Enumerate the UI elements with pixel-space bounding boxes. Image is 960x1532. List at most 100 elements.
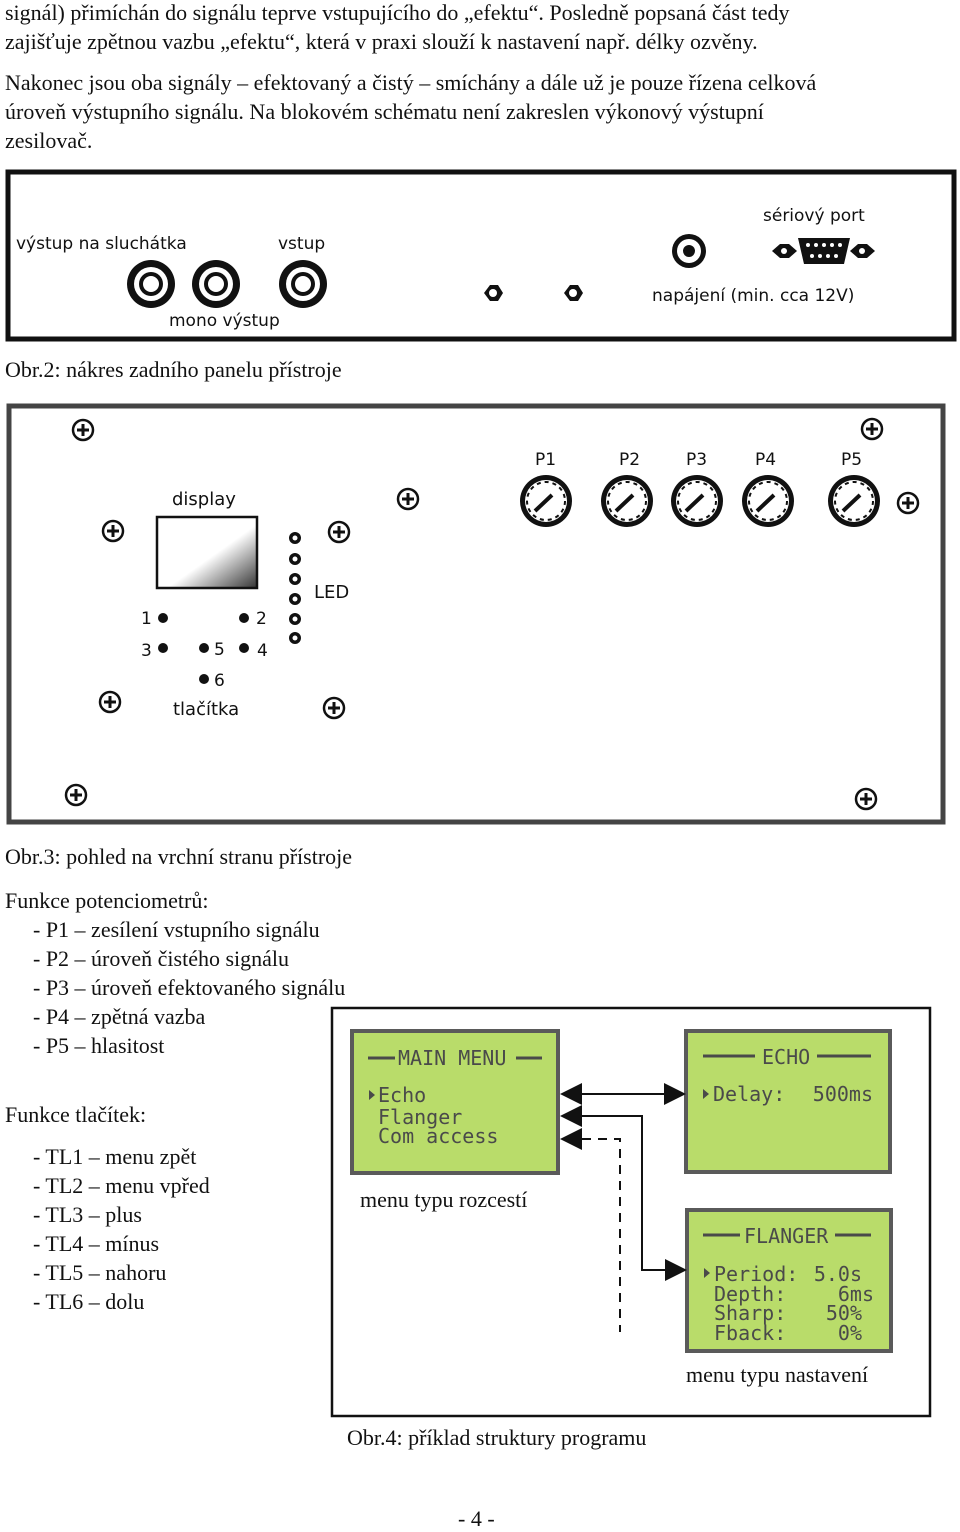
potentiometer-knob-icon [599, 473, 655, 529]
flanger-param-sharp: Sharp: [714, 1301, 786, 1325]
pot-label-p5: P5 [841, 450, 862, 470]
button-label-6: 6 [214, 671, 225, 691]
screw-icon [98, 690, 122, 714]
rear-panel-figure: výstup na sluchátka vstup mono výstup sé… [5, 169, 957, 342]
rear-label-input: vstup [278, 234, 325, 254]
list-item: - TL1 – menu zpět [33, 1144, 197, 1169]
button-icon [199, 674, 209, 684]
button-label-3: 3 [141, 641, 152, 661]
pot-label-p3: P3 [686, 450, 707, 470]
headphone-jack-right-icon [192, 260, 240, 308]
list-item: - P3 – úroveň efektovaného signálu [33, 975, 346, 1000]
list-item: - P4 – zpětná vazba [33, 1004, 206, 1029]
led-indicators [289, 532, 301, 644]
input-jack-icon [279, 260, 327, 308]
screw-icon [71, 418, 95, 442]
top-panel-outline [6, 403, 946, 825]
page-number: - 4 - [458, 1506, 495, 1531]
button-icon [239, 613, 249, 623]
label-branch-menu: menu typu rozcestí [360, 1187, 528, 1212]
figure-3-caption: Obr.3: pohled na vrchní stranu přístroje [5, 844, 353, 869]
button-label-4: 4 [257, 641, 268, 661]
pot-label-p2: P2 [619, 450, 640, 470]
screw-icon [322, 696, 346, 720]
screw-icon [896, 491, 920, 515]
intro-paragraph: signál) přimíchán do signálu teprve vstu… [5, 0, 955, 155]
button-icon [158, 613, 168, 623]
flanger-value-sharp: 50% [826, 1301, 862, 1325]
main-menu-title: MAIN MENU [398, 1046, 506, 1070]
led-label: LED [314, 582, 349, 603]
com-access-dashed-link [560, 1128, 621, 1332]
pot-functions-heading: Funkce potenciometrů: [5, 888, 209, 913]
flanger-param-fback: Fback: [714, 1321, 786, 1345]
list-item: - P2 – úroveň čistého signálu [33, 946, 290, 971]
potentiometer-knob-icon [669, 473, 725, 529]
rear-label-mono: mono výstup [169, 311, 280, 331]
screw-icon [101, 519, 125, 543]
display-label: display [172, 489, 236, 510]
cursor-arrow-icon [703, 1089, 709, 1099]
button-icon [199, 643, 209, 653]
program-structure-figure: MAIN MENU Echo Flanger Com access ECHO D… [330, 1006, 932, 1418]
pot-functions-list: - P1 – zesílení vstupního signálu - P2 –… [33, 915, 345, 1060]
screw-icon [854, 787, 878, 811]
hex-nut-icon [564, 285, 583, 301]
screw-icon [327, 520, 351, 544]
power-connector-icon [672, 234, 706, 268]
screw-icon [860, 417, 884, 441]
intro-line-3: Nakonec jsou oba signály – efektovaný a … [5, 70, 817, 95]
intro-line-4: úroveň výstupního signálu. Na blokovém s… [5, 99, 764, 124]
serial-port-icon [772, 238, 875, 264]
main-menu-item-echo: Echo [378, 1083, 426, 1107]
button-functions-list: - TL1 – menu zpět - TL2 – menu vpřed - T… [33, 1142, 210, 1316]
flanger-title: FLANGER [744, 1224, 829, 1248]
flanger-value-period: 5.0s [814, 1262, 862, 1286]
hex-nut-icon [484, 285, 503, 301]
main-menu-item-com: Com access [378, 1124, 498, 1148]
screw-icon [64, 783, 88, 807]
cursor-arrow-icon [704, 1268, 710, 1278]
list-item: - P1 – zesílení vstupního signálu [33, 917, 320, 942]
display-screen [155, 515, 259, 590]
figure-2-caption: Obr.2: nákres zadního panelu přístroje [5, 357, 342, 382]
rear-label-headphones: výstup na sluchátka [16, 234, 187, 254]
echo-param-value: 500ms [813, 1082, 873, 1106]
rear-label-power: napájení (min. cca 12V) [652, 286, 854, 306]
button-icon [158, 643, 168, 653]
list-item: - TL4 – mínus [33, 1231, 160, 1256]
list-item: - TL2 – menu vpřed [33, 1173, 210, 1198]
pot-label-p1: P1 [535, 450, 556, 470]
flanger-value-depth: 6ms [838, 1282, 874, 1306]
label-settings-menu: menu typu nastavení [686, 1362, 869, 1387]
echo-title: ECHO [762, 1045, 810, 1069]
flanger-param-depth: Depth: [714, 1282, 786, 1306]
list-item: - P5 – hlasitost [33, 1033, 165, 1058]
cursor-arrow-icon [369, 1090, 375, 1100]
rear-panel-outline [5, 169, 957, 342]
flanger-param-period: Period: [714, 1262, 798, 1286]
intro-line-1: signál) přimíchán do signálu teprve vstu… [5, 0, 790, 25]
list-item: - TL6 – dolu [33, 1289, 145, 1314]
potentiometer-knob-icon [518, 473, 574, 529]
flanger-value-fback: 0% [838, 1321, 862, 1345]
lcd-main-menu [350, 1029, 560, 1175]
button-label-5: 5 [214, 640, 225, 660]
main-menu-item-flanger: Flanger [378, 1105, 462, 1129]
echo-param-label: Delay: [713, 1082, 785, 1106]
list-item: - TL5 – nahoru [33, 1260, 167, 1285]
button-functions-heading: Funkce tlačítek: [5, 1102, 147, 1127]
buttons-label: tlačítka [173, 699, 239, 720]
intro-line-2: zajišťuje zpětnou vazbu „efektu“, která … [5, 29, 758, 54]
figure-4-caption: Obr.4: příklad struktury programu [347, 1425, 647, 1450]
rear-label-serial: sériový port [763, 206, 865, 226]
button-icon [239, 643, 249, 653]
top-panel-figure: display LED 1 2 3 5 4 6 tlačítka P1 P2 P… [6, 403, 946, 825]
button-label-2: 2 [256, 609, 267, 629]
intro-line-5: zesilovač. [5, 128, 93, 153]
flanger-link-arrow [560, 1105, 687, 1281]
screw-icon [396, 487, 420, 511]
button-label-1: 1 [141, 609, 152, 629]
pot-label-p4: P4 [755, 450, 776, 470]
potentiometer-knob-icon [826, 473, 882, 529]
